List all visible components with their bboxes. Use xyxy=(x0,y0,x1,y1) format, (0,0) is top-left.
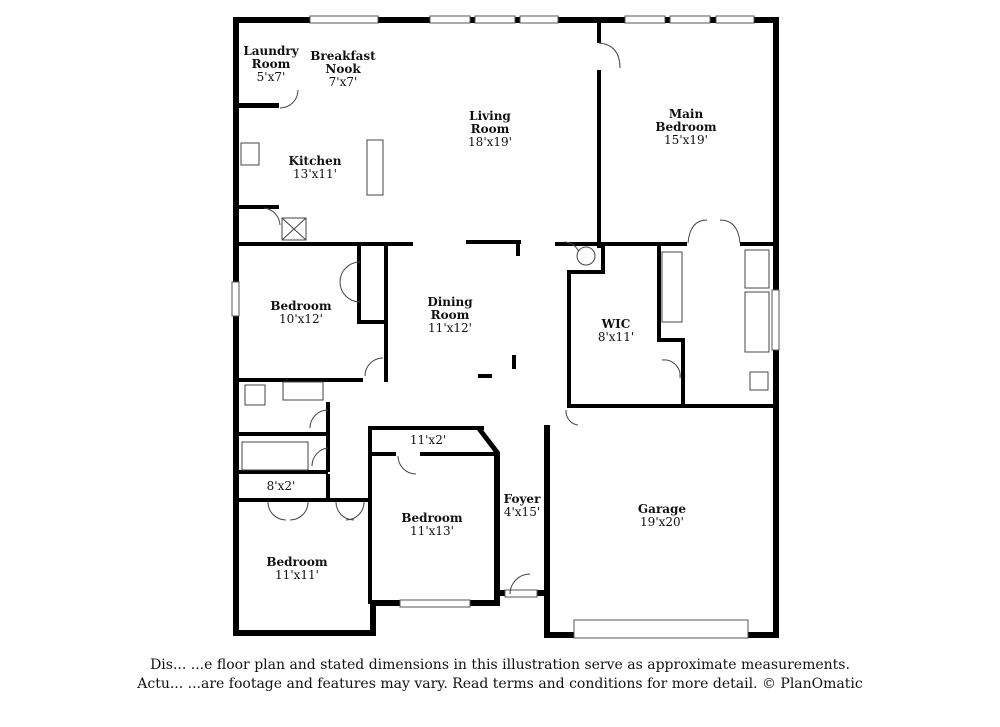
disclaimer-line-2: Actu... ...are footage and features may … xyxy=(137,676,863,692)
hall-closet-dims: 11'x2' xyxy=(410,433,446,447)
living-room-label: Living xyxy=(469,109,511,123)
kitchen-dims: 13'x11' xyxy=(293,167,337,181)
laundry-room-label-2: Room xyxy=(252,57,291,71)
windows xyxy=(231,15,780,639)
garage-label: Garage xyxy=(638,502,687,516)
foyer-label: Foyer xyxy=(504,492,541,506)
main-bedroom-label-2: Bedroom xyxy=(655,120,716,134)
bedroom-b-dims: 11'x13' xyxy=(410,524,454,538)
fixtures xyxy=(240,139,770,471)
dining-room-dims: 11'x12' xyxy=(428,321,472,335)
living-room-dims: 18'x19' xyxy=(468,135,512,149)
dining-room-label: Dining xyxy=(427,295,473,309)
main-bedroom-dims: 15'x19' xyxy=(664,133,708,147)
bedroom-c-dims: 11'x11' xyxy=(275,568,319,582)
room-labels: Laundry Room 5'x7' Breakfast Nook 7'x7' … xyxy=(243,44,717,582)
dining-room-label-2: Room xyxy=(431,308,470,322)
laundry-room-label: Laundry xyxy=(243,44,299,58)
breakfast-nook-dims: 7'x7' xyxy=(329,75,358,89)
wic-label: WIC xyxy=(601,317,631,331)
breakfast-nook-label: Breakfast xyxy=(310,49,376,63)
foyer-dims: 4'x15' xyxy=(504,505,540,519)
bedroom-c-label: Bedroom xyxy=(266,555,327,569)
disclaimer-line-1: Dis... ...e floor plan and stated dimens… xyxy=(150,657,850,673)
bedroom-b-label: Bedroom xyxy=(401,511,462,525)
kitchen-label: Kitchen xyxy=(289,154,342,168)
breakfast-nook-label-2: Nook xyxy=(325,62,361,76)
bedroom-a-dims: 10'x12' xyxy=(279,312,323,326)
garage-dims: 19'x20' xyxy=(640,515,684,529)
laundry-room-dims: 5'x7' xyxy=(257,70,286,84)
bedroom-a-label: Bedroom xyxy=(270,299,331,313)
main-bedroom-label: Main xyxy=(669,107,704,121)
doors xyxy=(263,42,741,595)
living-room-label-2: Room xyxy=(471,122,510,136)
interior-walls xyxy=(233,23,779,604)
wic-dims: 8'x11' xyxy=(598,330,634,344)
floor-plan: Laundry Room 5'x7' Breakfast Nook 7'x7' … xyxy=(231,15,780,639)
closet-8x2-dims: 8'x2' xyxy=(267,479,296,493)
